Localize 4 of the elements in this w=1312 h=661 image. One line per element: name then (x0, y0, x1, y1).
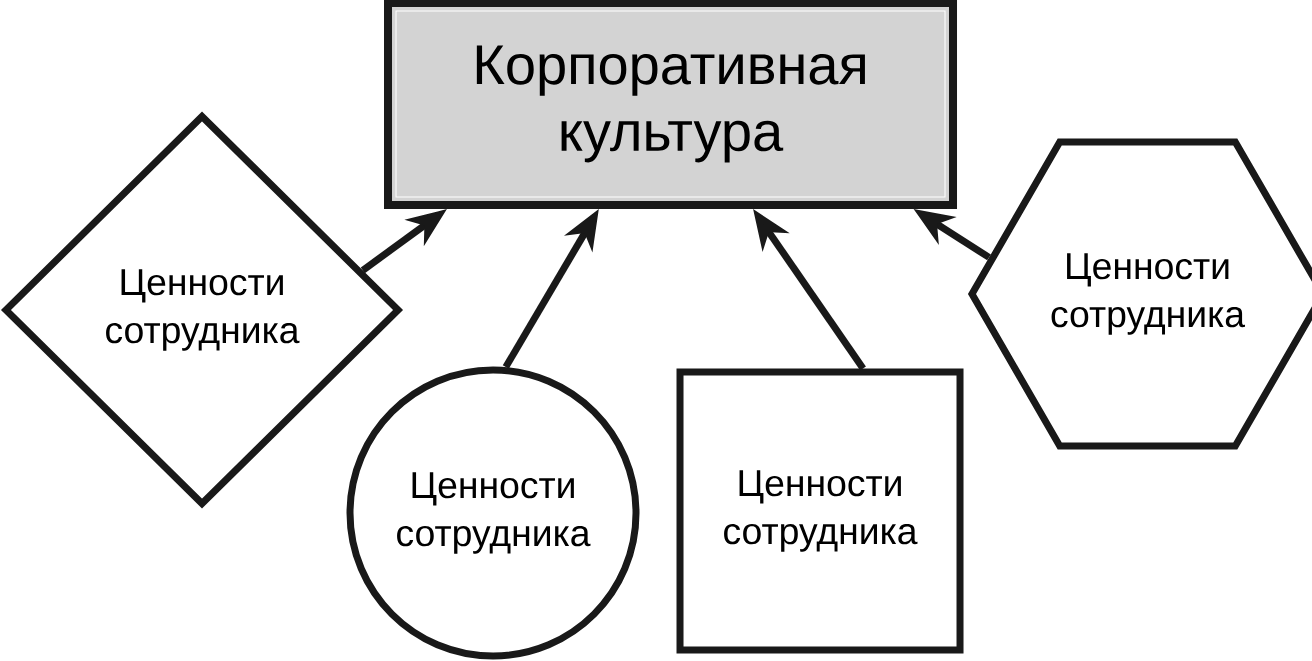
circle-node: Ценности сотрудника (346, 366, 640, 660)
square-node: Ценности сотрудника (676, 368, 964, 654)
hexagon-node: Ценности сотрудника (967, 138, 1312, 450)
heading-box: Корпоративная культура (384, 0, 957, 209)
